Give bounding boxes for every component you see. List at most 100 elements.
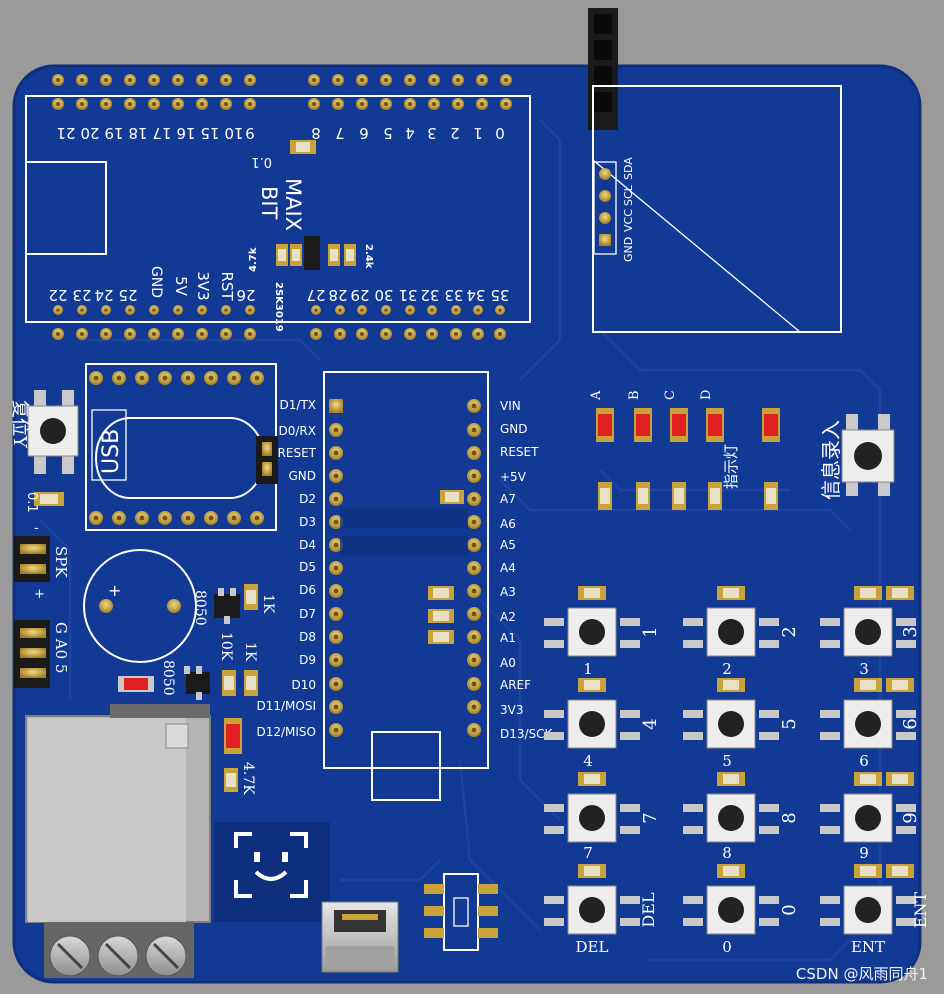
pad-hole	[471, 473, 477, 479]
led-group-label: 指示灯	[722, 444, 740, 489]
pad-hole	[471, 727, 477, 733]
maix-smd-parts	[276, 140, 356, 270]
key-smd-body	[584, 774, 600, 784]
pad-hole	[199, 331, 205, 337]
pad-hole	[384, 308, 388, 312]
nano-left-pin-label: D12/MISO	[256, 725, 316, 739]
pad-hole	[498, 308, 502, 312]
key-leg	[620, 640, 640, 648]
nano-right-pin-label: +5V	[500, 470, 527, 484]
led-label-b: B	[627, 390, 642, 400]
maix-mosfet-label: 2SK3019	[273, 282, 284, 332]
keypad-button[interactable]	[683, 864, 779, 935]
spk-minus: -	[34, 521, 39, 536]
key-leg	[544, 732, 564, 740]
pad-hole	[79, 77, 85, 83]
red-resistor	[118, 676, 154, 692]
pad-hole	[333, 565, 339, 571]
nano-left-pin-label: D10	[291, 678, 316, 692]
left-tactile-button[interactable]	[27, 390, 79, 474]
arduino-right-labels: VIN GND RESET +5V A7 A6 A5 A4 A3 A2 A1 A…	[500, 399, 554, 741]
r-1k-top-label: 1K	[260, 594, 276, 614]
r-10k-label: 10K	[218, 632, 234, 661]
maix-pin-label: 27	[306, 286, 325, 304]
pad-hole	[475, 331, 481, 337]
maix-pin-label: 29	[350, 286, 369, 304]
keypad-button[interactable]	[544, 864, 640, 935]
oled-pin-label: GND	[622, 237, 635, 262]
key-leg	[544, 918, 564, 926]
pad-hole	[479, 77, 485, 83]
pad-hole	[152, 308, 156, 312]
pad-hole	[116, 515, 122, 521]
jumper-header	[256, 436, 278, 484]
keypad-button[interactable]	[820, 678, 916, 749]
pad-hole	[333, 588, 339, 594]
maix-pin-label: 2	[450, 124, 460, 142]
maix-top-pads-row2	[52, 98, 512, 110]
keypad-button[interactable]	[683, 772, 779, 843]
nano-right-pin-label: A2	[500, 610, 516, 624]
nano-right-pin-label: 3V3	[500, 703, 523, 717]
keypad-button[interactable]	[820, 586, 916, 657]
pad-hole	[471, 450, 477, 456]
maix-pin-label: 26	[236, 286, 255, 304]
maix-pin-label: GND	[148, 266, 164, 298]
pad-hole	[56, 308, 60, 312]
info-entry-label: 信息录入	[819, 420, 843, 500]
key-leg	[820, 918, 840, 926]
keypad-button[interactable]	[820, 772, 916, 843]
keypad-button[interactable]	[544, 586, 640, 657]
keypad-button[interactable]	[544, 772, 640, 843]
key-leg	[896, 918, 916, 926]
pad-hole	[359, 101, 365, 107]
maix-pin-label: 0	[495, 124, 505, 142]
pad-hole	[383, 331, 389, 337]
key-smd-body	[723, 866, 739, 876]
pad-hole	[333, 727, 339, 733]
pad-hole	[127, 77, 133, 83]
nano-right-pin-label: A4	[500, 561, 516, 575]
pad-hole	[79, 331, 85, 337]
key-side-label: 8	[779, 812, 800, 823]
nano-left-pin-label: D6	[299, 583, 316, 597]
maix-top-pads-row1	[52, 74, 512, 86]
nano-left-pin-label: D1/TX	[280, 398, 316, 412]
nano-right-pin-label: A3	[500, 585, 516, 599]
key-smd-body	[892, 680, 908, 690]
usb-module: USB	[85, 363, 277, 531]
pad-hole	[471, 657, 477, 663]
resistor-10k	[222, 670, 236, 696]
key-side-label: 5	[779, 718, 800, 729]
key-smd-body	[723, 774, 739, 784]
pad-hole	[471, 542, 477, 548]
key-leg	[544, 618, 564, 626]
usb-module-label: USB	[99, 429, 124, 474]
key-side-label: 9	[900, 812, 921, 823]
keypad-button[interactable]	[683, 678, 779, 749]
key-side-label: 2	[779, 626, 800, 637]
info-entry-button[interactable]	[841, 414, 895, 496]
key-leg	[620, 826, 640, 834]
pad-hole	[80, 308, 84, 312]
keypad-button[interactable]	[683, 586, 779, 657]
nano-smd-parts	[428, 490, 464, 644]
arduino-left-labels: D1/TX D0/RX RESET GND D2 D3 D4 D5 D6 D7 …	[256, 398, 316, 739]
key-leg	[820, 710, 840, 718]
key-leg	[820, 732, 840, 740]
key-leg	[683, 896, 703, 904]
key-cap	[855, 711, 881, 737]
keypad-labels: 1 2 3 4 5 6 7 8 9 DEL 0 ENT 1 2 3 4 5 6 …	[576, 626, 930, 956]
key-leg	[820, 896, 840, 904]
keypad-button[interactable]	[544, 678, 640, 749]
pad-hole	[103, 331, 109, 337]
pad-hole	[503, 101, 509, 107]
maix-pin-label: 30	[374, 286, 393, 304]
pad-hole	[333, 634, 339, 640]
pad-hole	[151, 331, 157, 337]
slide-switch[interactable]	[424, 873, 498, 951]
keypad-button[interactable]	[820, 864, 916, 935]
key-leg	[759, 896, 779, 904]
key-leg	[759, 710, 779, 718]
